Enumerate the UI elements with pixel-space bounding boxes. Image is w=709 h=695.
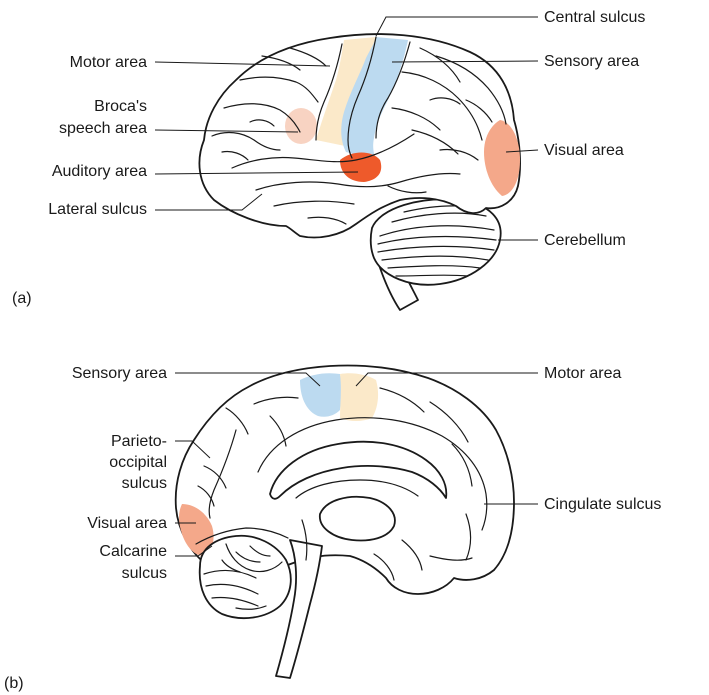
label-cingulate-sulcus-b: Cingulate sulcus	[544, 496, 661, 513]
label-motor-area-b: Motor area	[544, 365, 621, 382]
panel-a-tag: (a)	[12, 290, 32, 307]
label-visual-area-b: Visual area	[87, 515, 167, 532]
label-lateral-sulcus-a: Lateral sulcus	[48, 201, 147, 218]
motor-area-b-region	[340, 373, 378, 421]
label-motor-area-a: Motor area	[70, 54, 147, 71]
label-broca-a-line2: speech area	[59, 120, 147, 137]
label-parieto-b-line1: Parieto-	[111, 433, 167, 450]
label-cerebellum-a: Cerebellum	[544, 232, 626, 249]
label-calcarine-b-line1: Calcarine	[99, 543, 167, 560]
panel-b-tag: (b)	[4, 675, 24, 692]
label-parieto-b-line3: sulcus	[122, 475, 167, 492]
label-parieto-b-line2: occipital	[109, 454, 167, 471]
label-sensory-area-b: Sensory area	[72, 365, 167, 382]
label-auditory-area-a: Auditory area	[52, 163, 147, 180]
panel-a-lateral-view: Central sulcus Motor area Sensory area B…	[12, 9, 645, 310]
label-calcarine-b-line2: sulcus	[122, 565, 167, 582]
thalamus-b	[320, 497, 395, 541]
broca-area-a-region	[285, 108, 317, 144]
label-sensory-area-a: Sensory area	[544, 53, 639, 70]
label-broca-a-line1: Broca's	[94, 98, 147, 115]
label-central-sulcus-a: Central sulcus	[544, 9, 645, 26]
label-visual-area-a: Visual area	[544, 142, 624, 159]
panel-b-medial-view: Sensory area Motor area Parieto- occipit…	[4, 365, 661, 692]
